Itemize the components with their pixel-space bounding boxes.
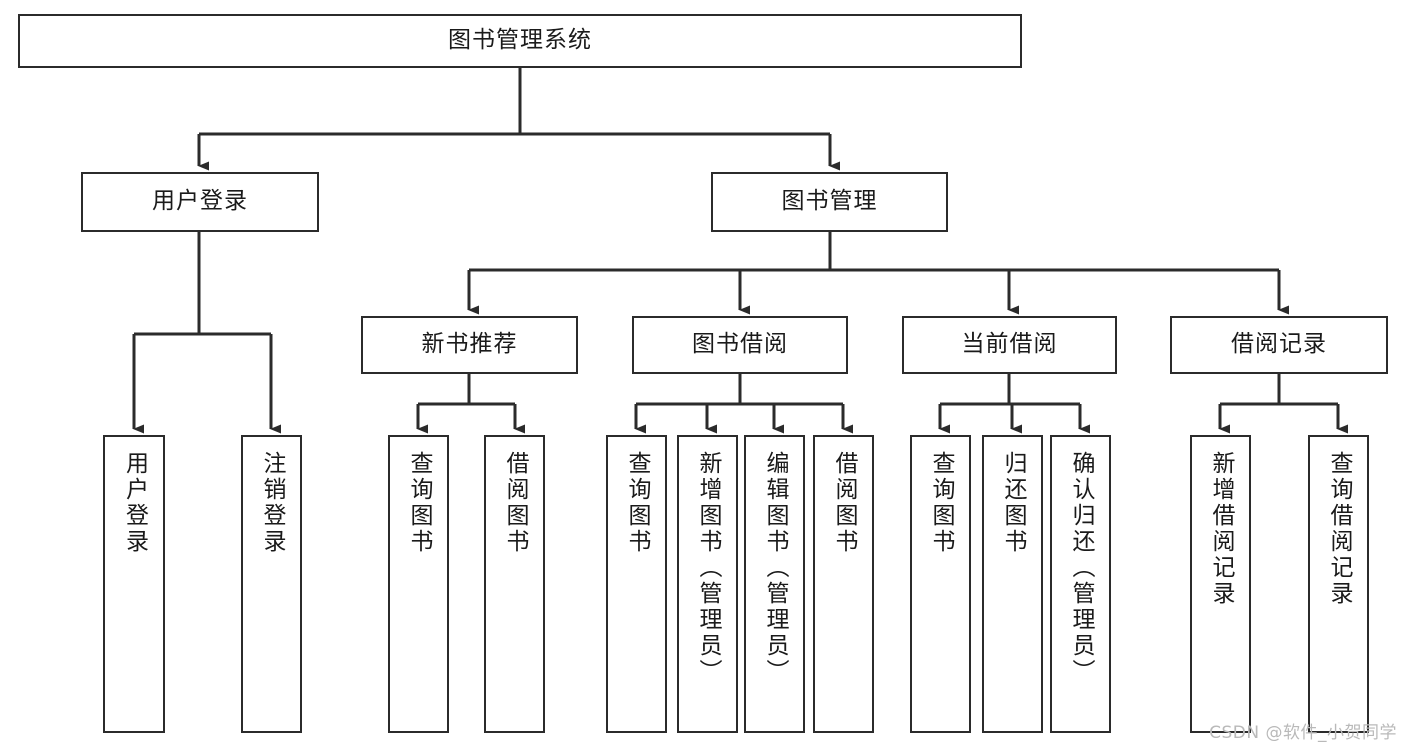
node-leaf-borrow-book-1-label: 借阅图书 <box>502 451 528 555</box>
node-leaf-add-book-label: 新增图书（管理员） <box>695 451 721 685</box>
node-leaf-confirm-return-label: 确认归还（管理员） <box>1068 451 1094 685</box>
node-leaf-confirm-return[interactable]: 确认归还（管理员） <box>1050 435 1111 733</box>
node-new-book-recommend[interactable]: 新书推荐 <box>361 316 578 374</box>
node-root[interactable]: 图书管理系统 <box>18 14 1022 68</box>
node-leaf-add-borrow-record[interactable]: 新增借阅记录 <box>1190 435 1251 733</box>
node-leaf-user-login-label: 用户登录 <box>121 451 148 555</box>
node-leaf-query-borrow-record[interactable]: 查询借阅记录 <box>1308 435 1369 733</box>
node-current-borrow[interactable]: 当前借阅 <box>902 316 1117 374</box>
node-user-login[interactable]: 用户登录 <box>81 172 319 232</box>
node-leaf-user-login[interactable]: 用户登录 <box>103 435 165 733</box>
node-user-login-label: 用户登录 <box>152 188 248 215</box>
node-leaf-edit-book[interactable]: 编辑图书（管理员） <box>744 435 805 733</box>
node-leaf-user-logout-label: 注销登录 <box>259 451 285 555</box>
node-leaf-user-logout[interactable]: 注销登录 <box>241 435 302 733</box>
node-leaf-query-book-2-label: 查询图书 <box>624 451 650 555</box>
node-new-book-recommend-label: 新书推荐 <box>421 331 518 358</box>
node-leaf-borrow-book-2[interactable]: 借阅图书 <box>813 435 874 733</box>
node-current-borrow-label: 当前借阅 <box>961 331 1058 358</box>
watermark: CSDN @软件_小贺同学 <box>1209 723 1397 743</box>
node-leaf-query-book-1[interactable]: 查询图书 <box>388 435 449 733</box>
node-book-borrow[interactable]: 图书借阅 <box>632 316 848 374</box>
node-book-management-label: 图书管理 <box>781 188 878 215</box>
node-borrow-record[interactable]: 借阅记录 <box>1170 316 1388 374</box>
node-leaf-add-book[interactable]: 新增图书（管理员） <box>677 435 738 733</box>
node-leaf-return-book-label: 归还图书 <box>1000 451 1026 555</box>
node-book-management[interactable]: 图书管理 <box>711 172 948 232</box>
node-leaf-query-book-1-label: 查询图书 <box>406 451 432 555</box>
node-leaf-add-borrow-record-label: 新增借阅记录 <box>1208 451 1234 607</box>
node-leaf-return-book[interactable]: 归还图书 <box>982 435 1043 733</box>
node-leaf-query-borrow-record-label: 查询借阅记录 <box>1326 451 1352 607</box>
node-leaf-query-book-3[interactable]: 查询图书 <box>910 435 971 733</box>
node-leaf-edit-book-label: 编辑图书（管理员） <box>762 451 788 685</box>
node-leaf-query-book-3-label: 查询图书 <box>928 451 954 555</box>
node-root-label: 图书管理系统 <box>448 27 592 54</box>
node-leaf-query-book-2[interactable]: 查询图书 <box>606 435 667 733</box>
node-leaf-borrow-book-2-label: 借阅图书 <box>831 451 857 555</box>
node-book-borrow-label: 图书借阅 <box>692 331 788 358</box>
node-leaf-borrow-book-1[interactable]: 借阅图书 <box>484 435 545 733</box>
node-borrow-record-label: 借阅记录 <box>1231 331 1327 358</box>
